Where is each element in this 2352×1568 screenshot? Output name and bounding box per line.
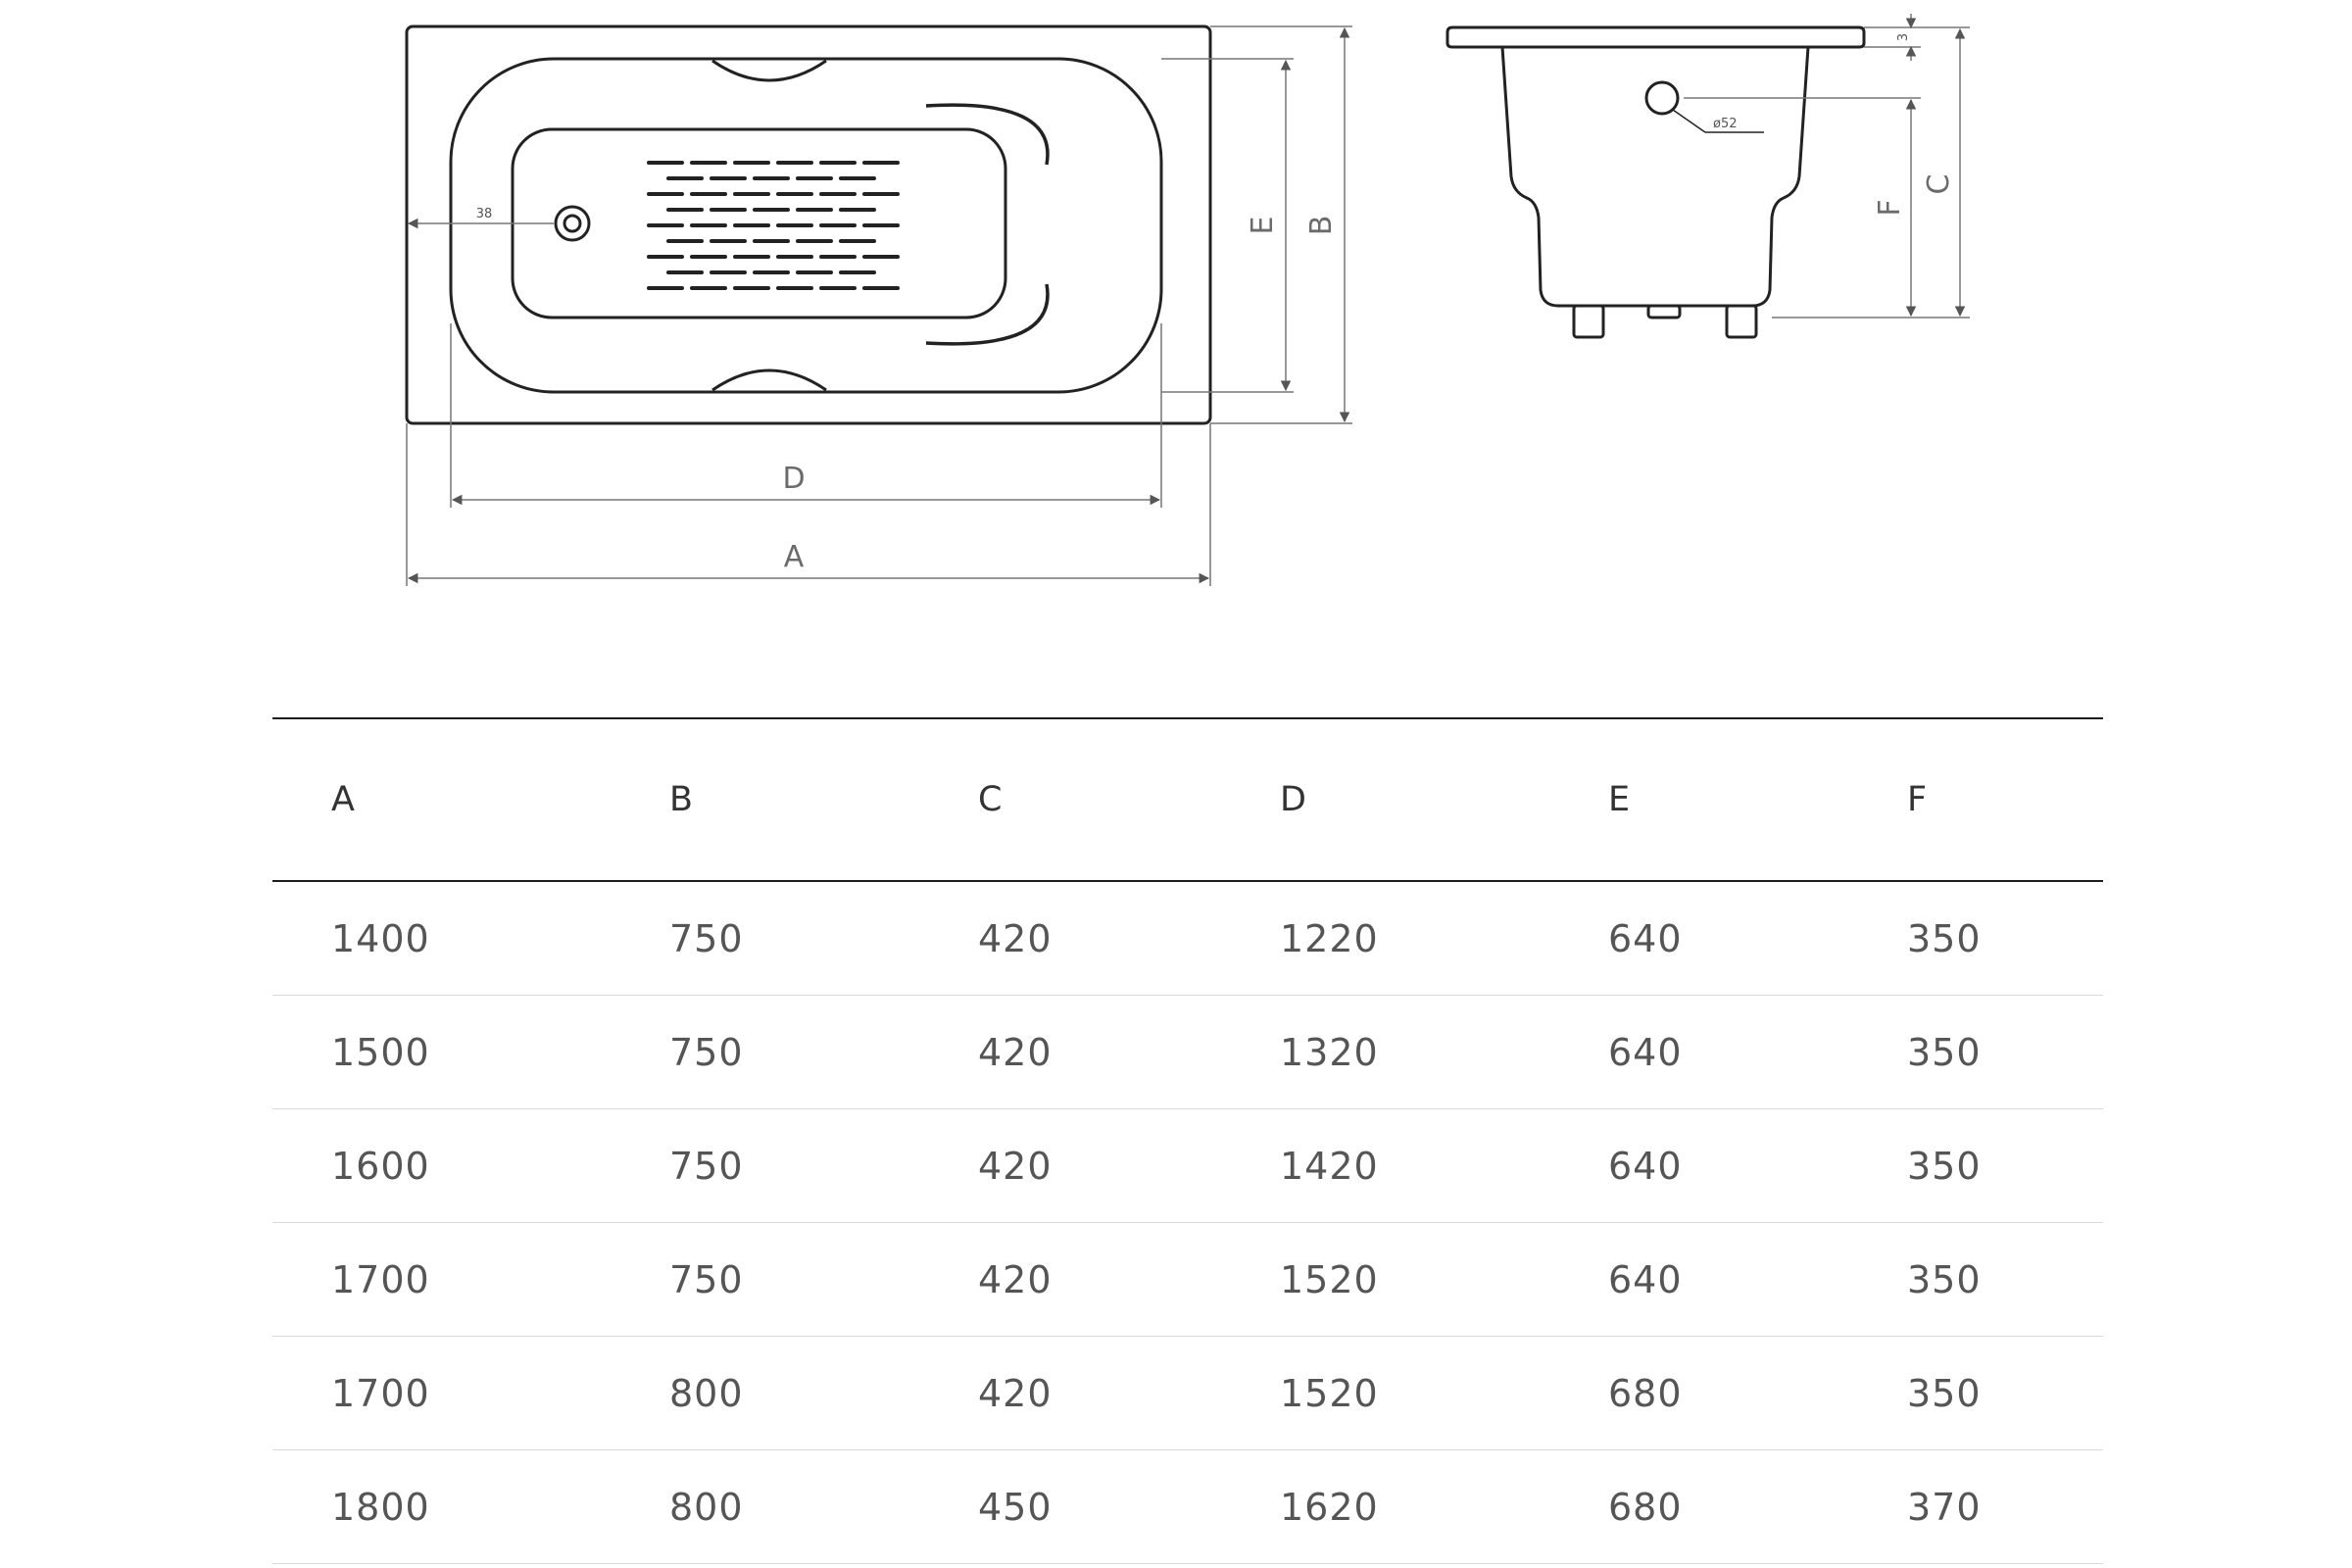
cell-e: 640 [1549, 1222, 1848, 1337]
cell-a: 1600 [272, 1108, 611, 1223]
cell-d: 1520 [1221, 1222, 1549, 1337]
cell-e: 640 [1549, 995, 1848, 1109]
cell-a: 1400 [272, 881, 611, 996]
cell-c: 420 [919, 1108, 1221, 1223]
overflow-hole [1644, 80, 1680, 116]
cell-f: 370 [1848, 1449, 2103, 1564]
cell-c: 420 [919, 1222, 1221, 1337]
cell-e: 680 [1549, 1336, 1848, 1450]
side-view-dimensions [1684, 14, 1970, 318]
outlet-offset-note: 38 [476, 207, 493, 221]
cell-c: 420 [919, 881, 1221, 996]
drain-outer [554, 205, 591, 242]
overflow-diameter-note: ø52 [1713, 117, 1738, 131]
cell-f: 350 [1848, 1336, 2103, 1450]
cell-b: 800 [611, 1449, 919, 1564]
label-c: C [1922, 174, 1956, 195]
label-d: D [782, 462, 805, 496]
anti-slip-pattern [647, 161, 900, 290]
side-body [1500, 46, 1810, 308]
header-e: E [1549, 717, 1848, 882]
cell-d: 1520 [1221, 1336, 1549, 1450]
cell-d: 1420 [1221, 1108, 1549, 1223]
cell-a: 1700 [272, 1336, 611, 1450]
rim-height-note: 3 [1896, 33, 1911, 41]
cell-a: 1500 [272, 995, 611, 1109]
header-c: C [919, 717, 1221, 882]
cell-c: 420 [919, 995, 1221, 1109]
cell-d: 1620 [1221, 1449, 1549, 1564]
cell-b: 800 [611, 1336, 919, 1450]
bathtub-dimension-drawing: A D B E 38 ø52 3 C F [405, 14, 1970, 586]
side-rim [1446, 25, 1866, 49]
header-d: D [1221, 717, 1549, 882]
label-e: E [1246, 217, 1280, 235]
label-b: B [1304, 216, 1339, 236]
cell-c: 450 [919, 1449, 1221, 1564]
table-row: 1800 800 450 1620 680 370 [272, 1449, 2103, 1564]
side-foot-right [1725, 304, 1758, 339]
table-row: 1600 750 420 1420 640 350 [272, 1108, 2103, 1223]
cell-c: 420 [919, 1336, 1221, 1450]
headrest-arc-bottom [925, 283, 1050, 346]
table-row: 1500 750 420 1320 640 350 [272, 995, 2103, 1109]
cell-e: 640 [1549, 1108, 1848, 1223]
table-row: 1400 750 420 1220 640 350 [272, 881, 2103, 996]
cell-d: 1220 [1221, 881, 1549, 996]
cell-a: 1700 [272, 1222, 611, 1337]
side-foot-left [1572, 304, 1605, 339]
top-view-dimensions [406, 25, 1352, 586]
cell-b: 750 [611, 881, 919, 996]
table-row: 1700 800 420 1520 680 350 [272, 1336, 2103, 1450]
cell-f: 350 [1848, 881, 2103, 996]
cell-f: 350 [1848, 1108, 2103, 1223]
dimensions-table: A B C D E F 1400 750 420 1220 640 350 15… [272, 717, 2103, 1564]
cell-d: 1320 [1221, 995, 1549, 1109]
headrest-arc-top [925, 103, 1050, 166]
header-f: F [1848, 717, 2103, 882]
cell-e: 680 [1549, 1449, 1848, 1564]
header-b: B [611, 717, 919, 882]
top-view [405, 24, 1212, 425]
cell-b: 750 [611, 995, 919, 1109]
handle-top [711, 59, 827, 82]
table-row: 1700 750 420 1520 640 350 [272, 1222, 2103, 1337]
cell-f: 350 [1848, 995, 2103, 1109]
side-view [1446, 25, 1866, 339]
header-a: A [272, 717, 611, 882]
side-drain-pipe [1646, 304, 1682, 319]
cell-f: 350 [1848, 1222, 2103, 1337]
drain-inner [563, 214, 582, 233]
label-f: F [1873, 199, 1907, 216]
tub-inner-bowl [449, 57, 1163, 394]
handle-bottom [711, 368, 827, 392]
tub-outer-rim [405, 24, 1212, 425]
table-header-row: A B C D E F [272, 717, 2103, 882]
cell-a: 1800 [272, 1449, 611, 1564]
label-a: A [784, 540, 805, 574]
cell-b: 750 [611, 1108, 919, 1223]
cell-e: 640 [1549, 881, 1848, 996]
cell-b: 750 [611, 1222, 919, 1337]
